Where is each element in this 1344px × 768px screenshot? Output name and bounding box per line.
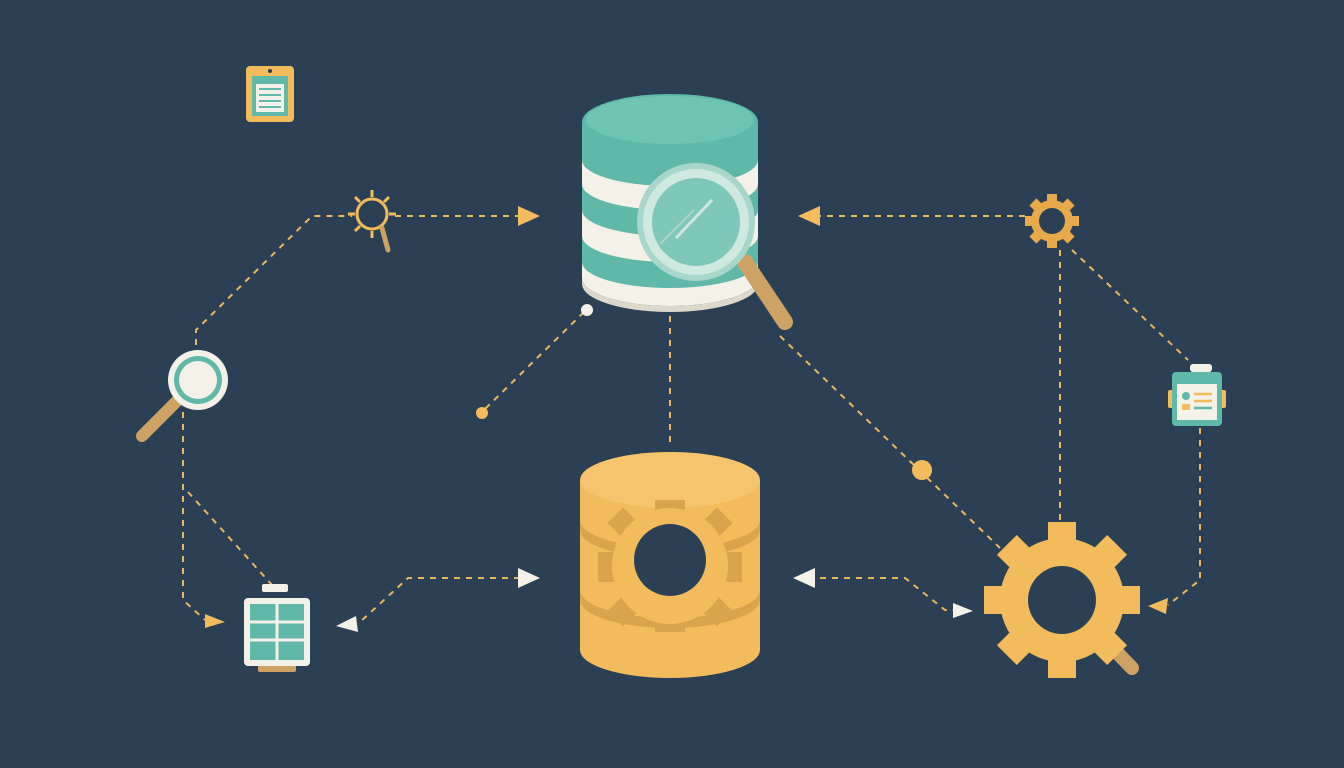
arrow-to-yellowdb-right xyxy=(793,568,815,588)
node-dot-yellow-large xyxy=(912,460,932,480)
connector-yellowdb-to-sheet xyxy=(359,577,520,623)
connector-left-down xyxy=(182,412,206,621)
gear-icon xyxy=(1025,194,1079,248)
connector-yellowdb-to-gear xyxy=(820,577,958,611)
arrow-card-to-gear xyxy=(1148,598,1168,614)
spreadsheet-icon xyxy=(244,584,310,672)
magnifier-large-icon xyxy=(637,163,793,330)
magnifier-left-icon xyxy=(136,350,228,442)
connector-card-to-gear xyxy=(1167,428,1201,606)
document-icon xyxy=(246,66,294,122)
connectors xyxy=(182,215,1201,623)
node-dot-white xyxy=(581,304,593,316)
id-card-icon xyxy=(1168,364,1226,426)
gear-magnifier-icon xyxy=(984,522,1140,678)
arrow-to-db-right xyxy=(798,206,820,226)
arrow-to-db-left xyxy=(518,206,540,226)
gear-search-icon xyxy=(348,190,396,253)
arrow-left-down-to-sheet xyxy=(205,614,225,628)
connector-magnifier-to-gear xyxy=(779,335,1001,549)
connector-left-up xyxy=(195,215,352,345)
node-dot-yellow-small xyxy=(476,407,488,419)
arrow-to-yellowdb-left xyxy=(518,568,540,588)
arrow-to-sheet xyxy=(336,616,358,632)
connector-left-diag xyxy=(187,491,273,586)
arrow-to-large-gear xyxy=(953,603,973,618)
database-gear-icon xyxy=(580,452,760,678)
connector-db-to-dot xyxy=(483,311,585,411)
arrowheads xyxy=(205,206,1168,632)
connector-gear-to-card xyxy=(1071,249,1189,361)
